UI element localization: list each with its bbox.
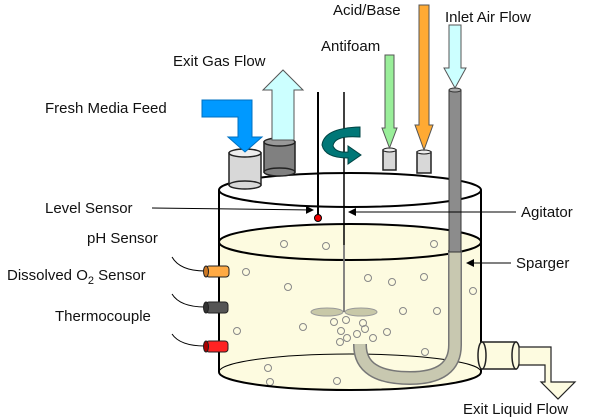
label-ph-sensor: pH Sensor — [87, 230, 158, 247]
sparger-inlet-pipe — [448, 89, 462, 253]
label-antifoam: Antifoam — [321, 38, 380, 55]
bubble — [264, 364, 272, 372]
inlet-air-arrow — [443, 24, 467, 90]
label-sparger: Sparger — [516, 255, 569, 272]
bubble — [322, 242, 330, 250]
bubble — [369, 334, 377, 342]
label-fresh-media-feed: Fresh Media Feed — [45, 100, 167, 117]
ph-sensor — [171, 256, 230, 278]
bubble — [242, 268, 250, 276]
bubble — [299, 323, 307, 331]
level-sensor-pointer — [151, 205, 314, 214]
bubble — [399, 307, 407, 315]
exit-liquid-arrow — [518, 346, 577, 400]
rotation-arrow-icon — [321, 126, 362, 165]
bubble — [421, 348, 429, 356]
bubble — [343, 334, 351, 342]
fresh-media-arrow — [201, 99, 264, 153]
acid-base-arrow — [414, 4, 434, 152]
bubble — [353, 330, 361, 338]
vessel-bottom-back — [218, 353, 482, 373]
bubble — [420, 273, 428, 281]
label-level-sensor: Level Sensor — [45, 200, 133, 217]
exit-gas-arrow — [261, 69, 305, 141]
bubble — [388, 278, 396, 286]
label-exit-gas-flow: Exit Gas Flow — [173, 53, 266, 70]
dissolved-o2-sensor — [171, 293, 229, 314]
bubble — [364, 274, 372, 282]
acid-base-port — [416, 149, 432, 174]
level-sensor-tip — [314, 214, 322, 222]
bubble — [342, 316, 350, 324]
antifoam-port — [382, 147, 397, 171]
label-inlet-air-flow: Inlet Air Flow — [445, 9, 531, 26]
vessel-bottom — [218, 371, 482, 391]
antifoam-arrow — [381, 54, 398, 150]
exit-liquid-outlet — [477, 341, 577, 400]
label-dissolved-o2-sensor: Dissolved O2 Sensor — [7, 267, 146, 287]
bubble — [337, 327, 345, 335]
label-acid-base: Acid/Base — [333, 2, 401, 19]
thermocouple — [171, 333, 229, 353]
air-bubbles — [233, 240, 477, 386]
bubble — [284, 283, 292, 291]
bubble — [433, 307, 441, 315]
vessel-lid — [218, 172, 482, 208]
bubble — [361, 325, 369, 333]
impeller-blade-right — [344, 307, 378, 317]
liquid-body — [219, 224, 481, 390]
label-exit-liquid-flow: Exit Liquid Flow — [463, 401, 568, 418]
bubble — [233, 327, 241, 335]
fresh-media-port — [228, 148, 262, 190]
bubble — [333, 377, 341, 385]
bubble — [469, 287, 477, 295]
impeller-blade-left — [310, 307, 344, 317]
bubble — [330, 318, 338, 326]
exit-gas-port — [263, 137, 296, 177]
bubble — [430, 240, 438, 248]
label-agitator: Agitator — [521, 204, 573, 221]
bubble — [336, 338, 344, 346]
bubble — [383, 328, 391, 336]
label-thermocouple: Thermocouple — [55, 308, 151, 325]
bubble — [280, 240, 288, 248]
